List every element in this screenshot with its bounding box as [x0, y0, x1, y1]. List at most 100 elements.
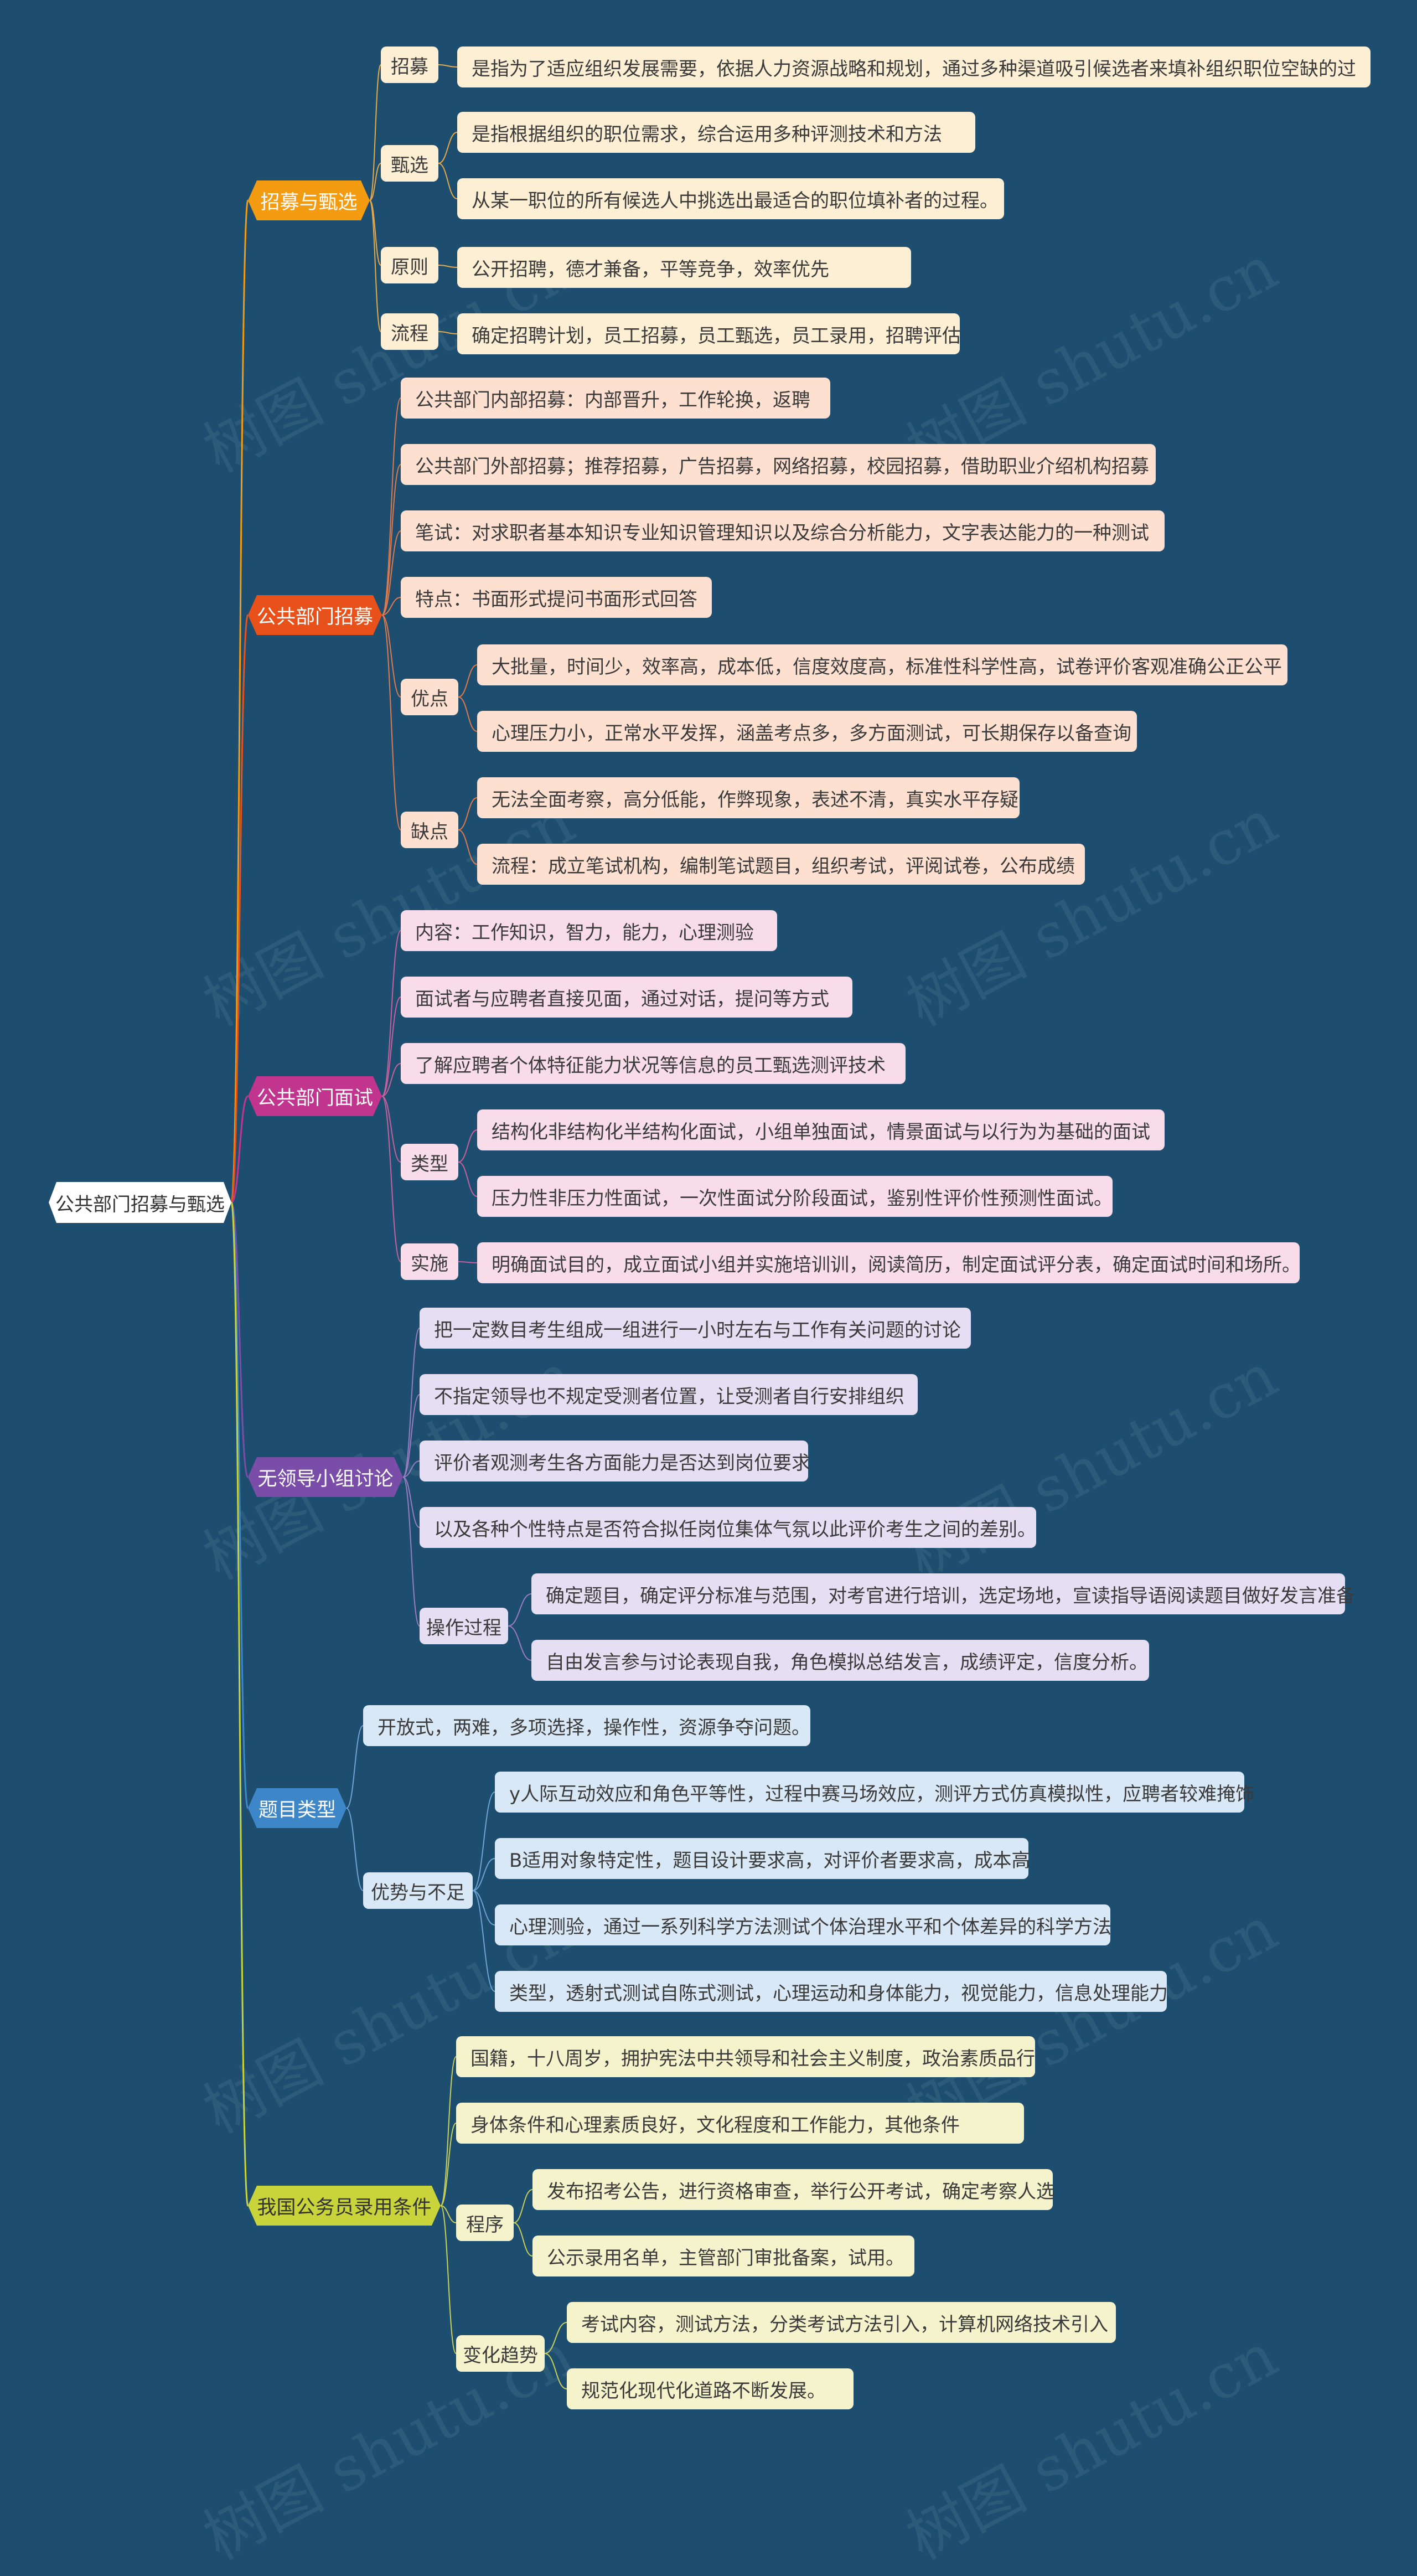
branch-2-child-3-leaf-0[interactable]: 结构化非结构化半结构化面试，小组单独面试，情景面试与以行为为基础的面试	[477, 1109, 1165, 1150]
branch-4-child-1-leaf-0-label: y人际互动效应和角色平等性，过程中赛马场效应，测评方式仿真模拟性，应聘者较难掩饰	[509, 1783, 1255, 1805]
branch-4-child-0[interactable]: 开放式，两难，多项选择，操作性，资源争夺问题。	[363, 1705, 810, 1746]
branch-5-child-3-leaf-0-label: 考试内容，测试方法，分类考试方法引入，计算机网络技术引入	[581, 2313, 1108, 2336]
branch-1-child-3[interactable]: 特点：书面形式提问书面形式回答	[401, 577, 712, 618]
branch-3-label: 无领导小组讨论	[257, 1468, 394, 1490]
branch-5-child-2-leaf-0[interactable]: 发布招考公告，进行资格审查，举行公开考试，确定考察人选	[532, 2169, 1055, 2210]
branch-4-child-1-leaf-1[interactable]: B适用对象特定性，题目设计要求高，对评价者要求高，成本高	[495, 1838, 1030, 1879]
branch-0-child-2-leaf-0[interactable]: 公开招聘，德才兼备，平等竞争，效率优先	[457, 247, 911, 288]
branch-2-child-4[interactable]: 实施	[401, 1243, 458, 1280]
branch-4-child-1-leaf-2[interactable]: 心理测验，通过一系列科学方法测试个体治理水平和个体差异的科学方法	[495, 1904, 1111, 1945]
branch-2-child-3[interactable]: 类型	[401, 1144, 458, 1180]
branch-3-child-3[interactable]: 以及各种个性特点是否符合拟任岗位集体气氛以此评价考生之间的差别。	[420, 1507, 1036, 1548]
branch-1-child-4-leaf-0[interactable]: 大批量，时间少，效率高，成本低，信度效度高，标准性科学性高，试卷评价客观准确公正…	[477, 644, 1287, 685]
branch-1-child-5-leaf-1-label: 流程：成立笔试机构，编制笔试题目，组织考试，评阅试卷，公布成绩	[492, 855, 1075, 877]
branch-2-child-2[interactable]: 了解应聘者个体特征能力状况等信息的员工甄选测评技术	[401, 1043, 906, 1084]
branch-2-child-4-leaf-0-label: 明确面试目的，成立面试小组并实施培训训，阅读简历，制定面试评分表，确定面试时间和…	[492, 1253, 1301, 1276]
branch-4-child-1[interactable]: 优势与不足	[363, 1872, 473, 1909]
branch-3-child-0[interactable]: 把一定数目考生组成一组进行一小时左右与工作有关问题的讨论	[420, 1308, 971, 1349]
child-3-4-to-leaf-0-line	[508, 1593, 532, 1627]
branch-0-child-1-leaf-0[interactable]: 是指根据组织的职位需求，综合运用多种评测技术和方法	[457, 112, 975, 153]
branch-3-child-1-label: 不指定领导也不规定受测者位置，让受测者自行安排组织	[434, 1385, 904, 1408]
branch-5-child-2-leaf-1-label: 公示录用名单，主管部门审批备案，试用。	[547, 2247, 904, 2269]
branch-5-child-3[interactable]: 变化趋势	[456, 2335, 545, 2372]
branch-2[interactable]: 公共部门面试	[248, 1076, 382, 1116]
branch-1-child-5-leaf-1[interactable]: 流程：成立笔试机构，编制笔试题目，组织考试，评阅试卷，公布成绩	[477, 844, 1085, 885]
branch-2-child-4-leaf-0[interactable]: 明确面试目的，成立面试小组并实施培训训，阅读简历，制定面试评分表，确定面试时间和…	[477, 1242, 1301, 1283]
branch-0-child-1[interactable]: 甄选	[381, 145, 438, 182]
branch-5-child-3-leaf-1-label: 规范化现代化道路不断发展。	[581, 2379, 826, 2402]
branch-3-child-4-leaf-1[interactable]: 自由发言参与讨论表现自我，角色模拟总结发言，成绩评定，信度分析。	[531, 1640, 1149, 1681]
child-1-4-to-leaf-0-line	[458, 664, 478, 698]
branch-3-to-child-4-line	[402, 1477, 420, 1627]
branch-5[interactable]: 我国公务员录用条件	[248, 2186, 441, 2226]
branch-1-child-0-label: 公共部门内部招募：内部晋升，工作轮换，返聘	[415, 389, 810, 411]
branch-1-child-4-leaf-1[interactable]: 心理压力小，正常水平发挥，涵盖考点多，多方面测试，可长期保存以备查询	[477, 711, 1137, 752]
child-2-3-to-leaf-1-line	[458, 1161, 478, 1197]
branch-2-to-child-0-line	[381, 930, 401, 1097]
root-node[interactable]: 公共部门招募与甄选	[49, 1182, 231, 1223]
branch-3-child-4[interactable]: 操作过程	[420, 1608, 508, 1644]
child-2-3-to-leaf-0-line	[458, 1129, 478, 1163]
branch-0-child-3-leaf-0[interactable]: 确定招聘计划，员工招募，员工甄选，员工录用，招聘评估	[457, 313, 961, 354]
branch-2-child-3-leaf-0-label: 结构化非结构化半结构化面试，小组单独面试，情景面试与以行为为基础的面试	[492, 1121, 1150, 1143]
branch-0-child-0-leaf-0[interactable]: 是指为了适应组织发展需要，依据人力资源战略和规划，通过多种渠道吸引候选者来填补组…	[457, 47, 1371, 87]
branch-5-child-2[interactable]: 程序	[456, 2205, 514, 2241]
branch-0-child-2-label: 原则	[391, 256, 428, 278]
branch-4-to-child-1-line	[346, 1808, 364, 1891]
branch-4[interactable]: 题目类型	[248, 1788, 347, 1828]
branch-2-child-0-label: 内容：工作知识，智力，能力，心理测验	[415, 921, 754, 944]
branch-1-to-child-1-line	[381, 464, 401, 616]
branch-2-child-3-label: 类型	[411, 1153, 448, 1175]
branch-2-label: 公共部门面试	[256, 1087, 373, 1109]
branch-1-child-4-leaf-0-label: 大批量，时间少，效率高，成本低，信度效度高，标准性科学性高，试卷评价客观准确公正…	[492, 655, 1282, 678]
child-4-1-to-leaf-0-line	[472, 1792, 495, 1891]
branch-5-to-child-2-line	[440, 2205, 457, 2223]
branch-3[interactable]: 无领导小组讨论	[248, 1457, 403, 1497]
branch-5-child-2-leaf-1[interactable]: 公示录用名单，主管部门审批备案，试用。	[532, 2236, 914, 2276]
child-0-2-to-leaf-0-line	[438, 265, 458, 268]
child-0-1-to-leaf-0-line	[438, 132, 458, 164]
branch-5-child-3-leaf-0[interactable]: 考试内容，测试方法，分类考试方法引入，计算机网络技术引入	[567, 2302, 1116, 2343]
child-5-3-to-leaf-1-line	[544, 2353, 567, 2389]
branch-1[interactable]: 公共部门招募	[248, 595, 382, 635]
branch-5-child-1-label: 身体条件和心理素质良好，文化程度和工作能力，其他条件	[470, 2114, 960, 2136]
branch-0-child-0[interactable]: 招募	[381, 47, 438, 83]
branch-4-child-1-leaf-0[interactable]: y人际互动效应和角色平等性，过程中赛马场效应，测评方式仿真模拟性，应聘者较难掩饰	[495, 1772, 1254, 1813]
root-to-branch-3-line	[230, 1201, 249, 1478]
branch-1-child-1[interactable]: 公共部门外部招募；推荐招募，广告招募，网络招募，校园招募，借助职业介绍机构招募	[401, 444, 1156, 485]
branch-2-child-1-label: 面试者与应聘者直接见面，通过对话，提问等方式	[415, 988, 829, 1010]
branch-5-child-3-label: 变化趋势	[463, 2344, 538, 2367]
child-1-5-to-leaf-0-line	[458, 797, 478, 830]
branch-0-child-0-label: 招募	[391, 55, 428, 78]
branch-1-to-child-4-line	[381, 615, 401, 698]
branch-0-child-3-label: 流程	[391, 322, 428, 345]
branch-2-child-1[interactable]: 面试者与应聘者直接见面，通过对话，提问等方式	[401, 977, 852, 1018]
branch-5-to-child-1-line	[440, 2123, 457, 2206]
branch-5-child-3-leaf-1[interactable]: 规范化现代化道路不断发展。	[567, 2368, 854, 2409]
branch-1-to-child-2-line	[381, 530, 401, 616]
branch-1-child-4[interactable]: 优点	[401, 679, 458, 715]
connector-lines	[230, 64, 567, 2389]
branch-0-child-3[interactable]: 流程	[381, 313, 438, 350]
branch-0-to-child-1-line	[369, 163, 381, 201]
branch-0-to-child-3-line	[369, 200, 381, 332]
branch-2-child-0[interactable]: 内容：工作知识，智力，能力，心理测验	[401, 910, 777, 951]
branch-0-child-1-leaf-1-label: 从某一职位的所有候选人中挑选出最适合的职位填补者的过程。	[472, 189, 999, 212]
branch-0-child-1-leaf-1[interactable]: 从某一职位的所有候选人中挑选出最适合的职位填补者的过程。	[457, 178, 1004, 219]
branch-3-child-2[interactable]: 评价者观测考生各方面能力是否达到岗位要求	[420, 1441, 810, 1481]
branch-3-child-1[interactable]: 不指定领导也不规定受测者位置，让受测者自行安排组织	[420, 1374, 918, 1415]
branch-0[interactable]: 招募与甄选	[248, 180, 370, 220]
branch-5-child-1[interactable]: 身体条件和心理素质良好，文化程度和工作能力，其他条件	[456, 2103, 1024, 2144]
branch-4-child-1-leaf-3[interactable]: 类型，透射式测试自陈式测试，心理运动和身体能力，视觉能力，信息处理能力	[495, 1971, 1168, 2012]
branch-0-child-3-leaf-0-label: 确定招聘计划，员工招募，员工甄选，员工录用，招聘评估	[472, 324, 961, 347]
branch-1-child-5[interactable]: 缺点	[401, 812, 458, 848]
child-3-4-to-leaf-1-line	[508, 1625, 532, 1661]
branch-1-to-child-3-line	[381, 597, 401, 616]
branch-1-child-5-leaf-0[interactable]: 无法全面考察，高分低能，作弊现象，表述不清，真实水平存疑	[477, 777, 1020, 818]
branch-5-child-0[interactable]: 国籍，十八周岁，拥护宪法中共领导和社会主义制度，政治素质品行	[456, 2036, 1035, 2077]
branch-2-child-3-leaf-1[interactable]: 压力性非压力性面试，一次性面试分阶段面试，鉴别性评价性预测性面试。	[477, 1176, 1113, 1217]
branch-3-child-4-leaf-0[interactable]: 确定题目，确定评分标准与范围，对考官进行培训，选定场地，宣读指导语阅读题目做好发…	[531, 1573, 1355, 1614]
branch-1-child-0[interactable]: 公共部门内部招募：内部晋升，工作轮换，返聘	[401, 378, 830, 419]
branch-1-child-2[interactable]: 笔试：对求职者基本知识专业知识管理知识以及综合分析能力，文字表达能力的一种测试	[401, 510, 1165, 551]
branch-0-child-2[interactable]: 原则	[381, 247, 438, 283]
